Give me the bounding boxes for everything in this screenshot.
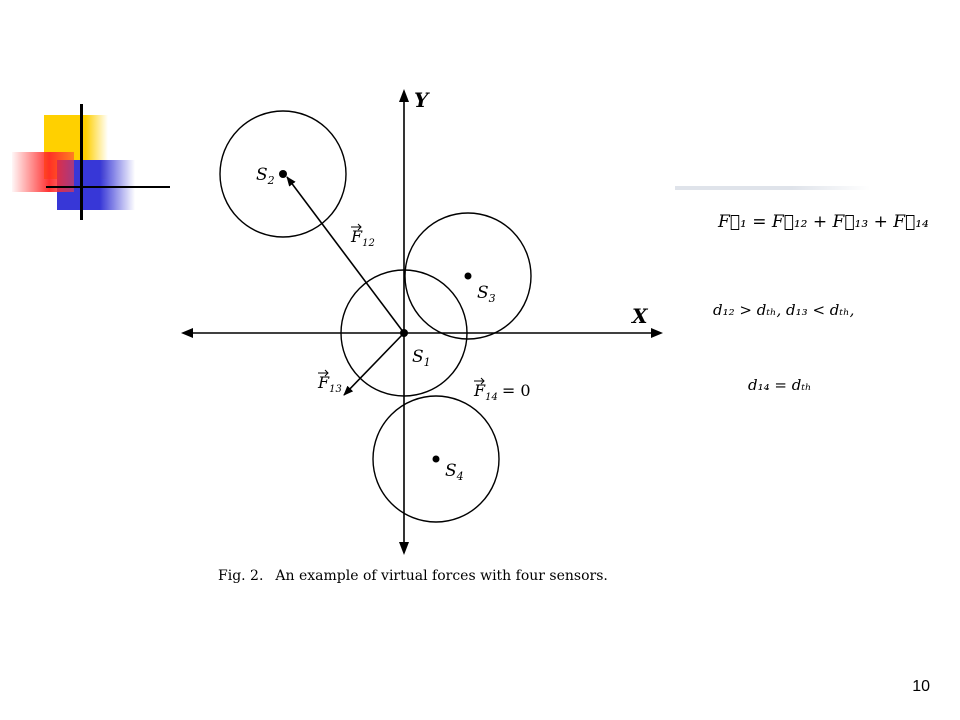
- caption-number: Fig. 2.: [218, 568, 264, 584]
- force-f13-label: F13: [317, 369, 342, 395]
- sensor-2-dot: [279, 170, 287, 178]
- distance-condition-1: d₁₂ > dₜₕ, d₁₃ < dₜₕ,: [713, 301, 855, 319]
- x-axis-label: X: [630, 304, 649, 328]
- vector-arrow-icon: [318, 369, 329, 377]
- force-f14-label: F14= 0: [473, 377, 531, 403]
- sensor-3-label: S3: [477, 283, 496, 305]
- x-axis-right-arrow: [651, 328, 663, 338]
- y-axis-label: Y: [414, 88, 430, 112]
- decor-red-square: [12, 152, 74, 192]
- sensor-1-label: S1: [412, 347, 431, 369]
- decor-title-rule: [675, 186, 870, 190]
- force-f13-arrow: [343, 332, 405, 396]
- sensor-4-range: [372, 395, 500, 523]
- caption-text: An example of virtual forces with four s…: [275, 568, 608, 584]
- vector-arrow-icon: [474, 377, 485, 385]
- sensor-3-dot: [464, 272, 472, 280]
- distance-condition-2: d₁₄ = dₜₕ: [748, 376, 812, 394]
- svg-text:F12: F12: [350, 227, 375, 249]
- decor-vertical-line: [80, 104, 83, 220]
- svg-text:F13: F13: [317, 373, 342, 395]
- decor-horizontal-line: [46, 186, 170, 188]
- figure-caption: Fig. 2. An example of virtual forces with…: [218, 568, 608, 584]
- sensor-1-range: [340, 269, 468, 397]
- svg-text:F14= 0: F14= 0: [473, 381, 531, 403]
- sensor-3-range: [404, 212, 532, 340]
- y-axis-down-arrow: [399, 542, 409, 555]
- y-axis-up-arrow: [399, 89, 409, 102]
- sensor-2-range: [219, 110, 347, 238]
- sensor-4-label: S4: [445, 461, 464, 483]
- slide-number: 10: [912, 678, 930, 695]
- x-axis-left-arrow: [181, 328, 193, 338]
- force-sum-equation: F⃗₁ = F⃗₁₂ + F⃗₁₃ + F⃗₁₄: [718, 212, 929, 232]
- vector-arrow-icon: [351, 223, 362, 231]
- force-f12-label: F12: [350, 223, 375, 249]
- force-f12-arrow: [286, 176, 405, 334]
- sensor-2-label: S2: [256, 165, 275, 187]
- sensor-4-dot: [432, 455, 440, 463]
